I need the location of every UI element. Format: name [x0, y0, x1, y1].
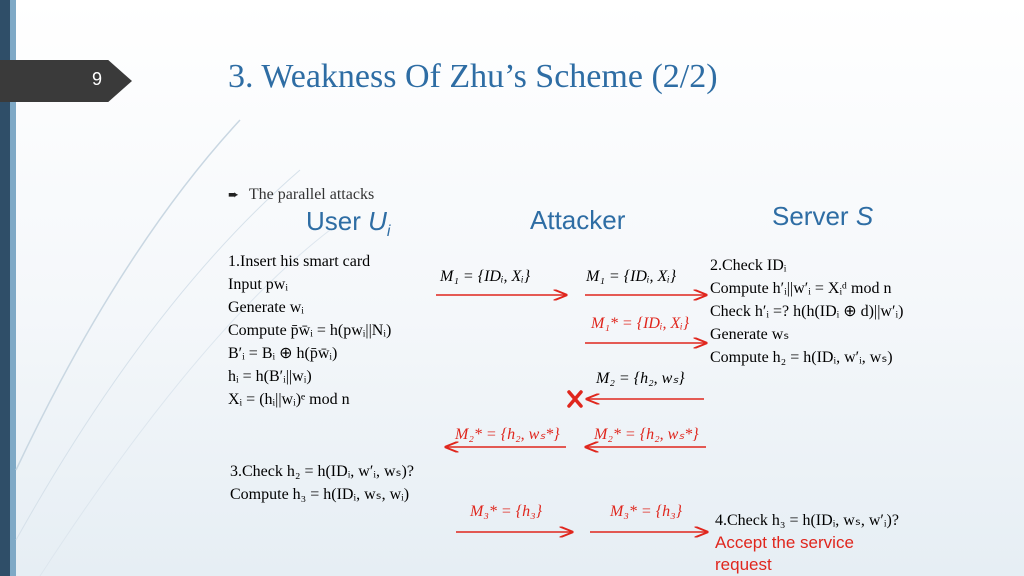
server-step-line: Compute h′ᵢ||w′ᵢ = Xᵢᵈ mod n	[710, 280, 892, 297]
page-number: 9	[91, 69, 102, 89]
attacker-column-header: Attacker	[530, 205, 626, 235]
server-steps-block: 2.Check IDᵢ Compute h′ᵢ||w′ᵢ = Xᵢᵈ mod n…	[710, 254, 903, 369]
user-column-header: User Ui	[306, 206, 391, 241]
user-step-line: Compute p̄w̄ᵢ = h(pwᵢ||Nᵢ)	[228, 322, 392, 339]
blocked-cross-icon	[567, 390, 583, 408]
server-step-line: Compute h₂ = h(IDᵢ, w′ᵢ, wₛ)	[710, 349, 893, 366]
page-number-tab	[0, 60, 132, 102]
left-accent-stripe	[10, 0, 16, 576]
user-step-line: Xᵢ = (hᵢ||wᵢ)ᵉ mod n	[228, 391, 350, 408]
bullet-text: The parallel attacks	[248, 186, 375, 203]
message-m1-user: M₁ = {IDᵢ, Xᵢ}	[440, 268, 531, 285]
slide-title: 3. Weakness Of Zhu’s Scheme (2/2)	[228, 58, 718, 95]
user-step3-line: Compute h₃ = h(IDᵢ, wₛ, wᵢ)	[230, 486, 410, 503]
message-m2-server: M₂ = {h₂, wₛ}	[596, 370, 685, 387]
user-steps-block: 1.Insert his smart card Input pwᵢ Genera…	[228, 250, 391, 411]
message-m1-attacker: M₁ = {IDᵢ, Xᵢ}	[586, 268, 677, 285]
server-column-header: Server S	[772, 201, 874, 231]
user-step-line: hᵢ = h(B′ᵢ||wᵢ)	[228, 368, 312, 385]
user-step-line: 1.Insert his smart card	[228, 253, 371, 270]
user-step-line: Input pwᵢ	[228, 276, 288, 293]
message-m1-star: M₁* = {IDᵢ, Xᵢ}	[591, 315, 690, 332]
message-m2-star-left: M₂* = {h₂, wₛ*}	[455, 426, 560, 443]
user-step-line: B′ᵢ = Bᵢ ⊕ h(p̄w̄ᵢ)	[228, 345, 338, 362]
result-line: request	[715, 555, 772, 574]
server-step-line: Check h′ᵢ =? h(h(IDᵢ ⊕ d)||w′ᵢ)	[710, 303, 904, 320]
user-step3-line: 3.Check h₂ = h(IDᵢ, w′ᵢ, wₛ)?	[230, 463, 414, 480]
message-m3-star-right: M₃* = {h₃}	[610, 503, 683, 520]
result-line: Accept the service	[715, 533, 854, 552]
server-step-line: Generate wₛ	[710, 326, 790, 343]
message-m2-star-right: M₂* = {h₂, wₛ*}	[594, 426, 699, 443]
server-step4-check: 4.Check h₃ = h(IDᵢ, wₛ, w′ᵢ)?	[715, 512, 899, 529]
bullet-arrow-icon: ➨	[228, 188, 239, 203]
user-step-line: Generate wᵢ	[228, 299, 304, 316]
server-step4-result: Accept the service request	[715, 532, 854, 576]
user-step3-block: 3.Check h₂ = h(IDᵢ, w′ᵢ, wₛ)? Compute h₃…	[230, 460, 414, 506]
left-accent-bar	[0, 0, 10, 576]
message-m3-star-left: M₃* = {h₃}	[470, 503, 543, 520]
bullet-item: ➨ The parallel attacks	[228, 186, 374, 204]
server-step-line: 2.Check IDᵢ	[710, 257, 787, 274]
